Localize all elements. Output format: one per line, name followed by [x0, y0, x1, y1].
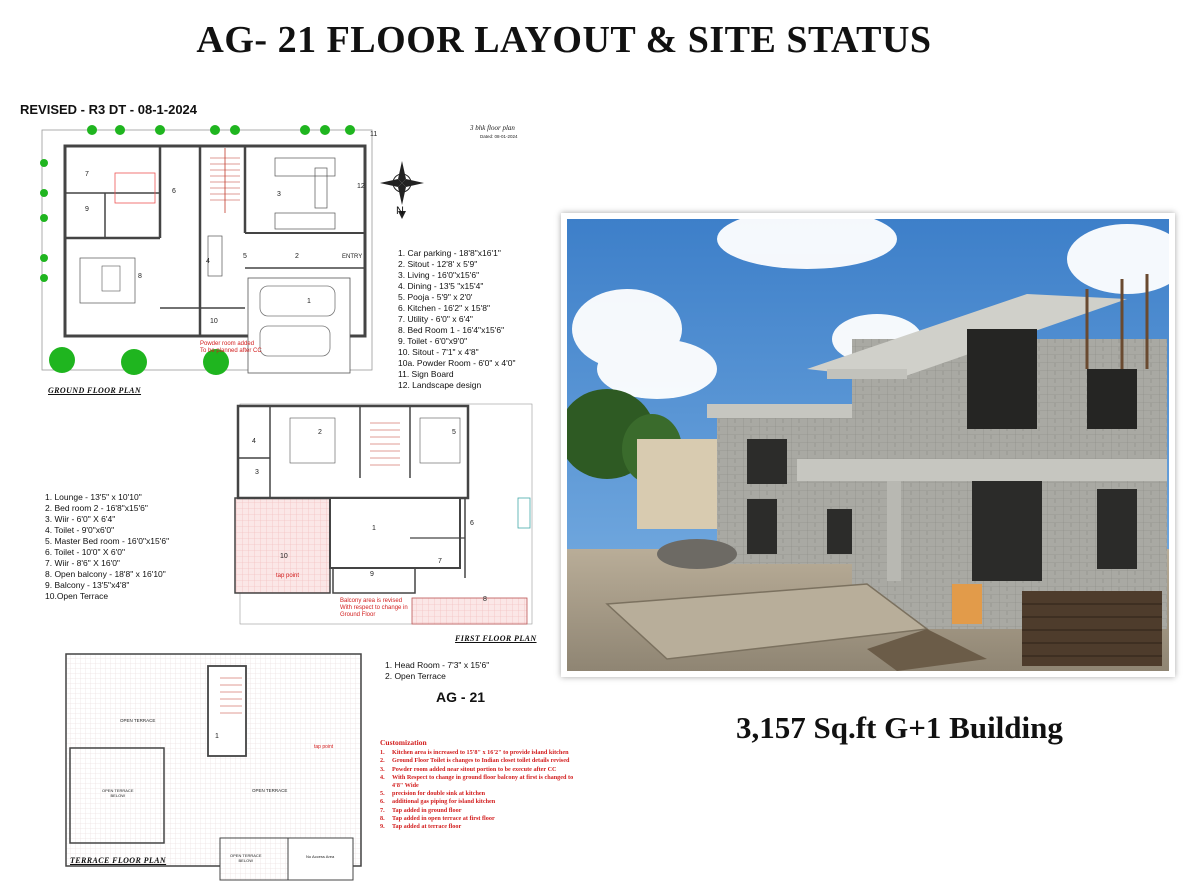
- terrace-label-main: OPEN TERRACE: [252, 788, 288, 793]
- tap-point-label: tap point: [276, 573, 300, 579]
- legend-item: 10.Open Terrace: [45, 591, 109, 601]
- page-title: AG- 21 FLOOR LAYOUT & SITE STATUS: [196, 19, 932, 61]
- svg-text:5: 5: [452, 429, 456, 436]
- svg-text:9: 9: [370, 571, 374, 578]
- plan-header-date: Dated: 08-01-2024: [480, 134, 518, 139]
- legend-item: 6. Kitchen - 16'2" x 15'8": [398, 303, 490, 313]
- legend-item: 2. Bed room 2 - 16'8"x15'6": [45, 503, 148, 513]
- legend-item: 7. Wiir - 8'6" X 16'0": [45, 558, 120, 568]
- svg-text:1: 1: [372, 525, 376, 532]
- svg-text:1: 1: [307, 298, 311, 305]
- terrace-floor-plan: 1 tap point: [65, 653, 362, 881]
- svg-text:1: 1: [215, 733, 219, 740]
- svg-text:9: 9: [85, 206, 89, 213]
- svg-text:11: 11: [370, 131, 377, 138]
- customization-notes: Customization 1.Kitchen area is increase…: [380, 738, 580, 831]
- terrace-label-below-left: OPEN TERRACE BELOW: [102, 788, 134, 798]
- first-floor-caption: FIRST FLOOR PLAN: [455, 634, 537, 643]
- plan-header: 3 bhk floor plan: [470, 124, 515, 132]
- revision-label: REVISED - R3 DT - 08-1-2024: [20, 102, 198, 117]
- powder-room-note: Powder room added To be planned after CC: [200, 341, 262, 354]
- svg-text:12: 12: [357, 183, 365, 190]
- legend-item: 1. Head Room - 7'3" x 15'6": [385, 660, 490, 670]
- svg-text:3: 3: [277, 191, 281, 198]
- legend-item: 4. Toilet - 9'0"x6'0": [45, 525, 115, 535]
- svg-text:3: 3: [255, 469, 259, 476]
- customization-item: 3.Powder room added near sitout portion …: [380, 765, 557, 773]
- site-status-photo: [561, 213, 1175, 677]
- svg-text:2: 2: [318, 429, 322, 436]
- svg-text:6: 6: [470, 520, 474, 527]
- svg-text:10: 10: [280, 553, 288, 560]
- legend-item: 3. Wiir - 6'0" X 6'4": [45, 514, 116, 524]
- building-summary: 3,157 Sq.ft G+1 Building: [736, 710, 1063, 745]
- legend-item: 9. Balcony - 13'5"x4'8": [45, 580, 130, 590]
- customization-item: 4.With Respect to change in ground floor…: [380, 773, 574, 790]
- project-code: AG - 21: [436, 689, 486, 705]
- terrace-label-no-access: No Access Area: [306, 854, 335, 859]
- legend-item: 8. Bed Room 1 - 16'4"x15'6": [398, 325, 505, 335]
- ground-floor-plan: 3 4 2 1 8 9 7 6 5 10 12 11: [40, 125, 424, 375]
- svg-text:7: 7: [438, 558, 442, 565]
- svg-text:10: 10: [210, 318, 218, 325]
- svg-text:8: 8: [138, 273, 142, 280]
- legend-item: 2. Open Terrace: [385, 671, 446, 681]
- legend-item: 8. Open balcony - 18'8" x 16'10": [45, 569, 166, 579]
- customization-item: 8.Tap added in open terrace at first flo…: [380, 814, 495, 822]
- svg-text:6: 6: [172, 188, 176, 195]
- customization-item: 6.additional gas piping for island kitch…: [380, 798, 496, 806]
- terrace-label-open: OPEN TERRACE: [120, 718, 156, 723]
- ground-floor-legend: 1. Car parking - 18'8"x16'1" 2. Sitout -…: [398, 248, 515, 391]
- svg-text:7: 7: [85, 171, 89, 178]
- legend-item: 11. Sign Board: [398, 369, 454, 379]
- svg-text:4: 4: [206, 258, 210, 265]
- legend-item: 1. Car parking - 18'8"x16'1": [398, 248, 501, 258]
- first-floor-legend: 1. Lounge - 13'5" x 10'10" 2. Bed room 2…: [45, 492, 169, 602]
- customization-item: 2.Ground Floor Toilet is changes to Indi…: [380, 757, 570, 765]
- legend-item: 6. Toilet - 10'0" X 6'0": [45, 547, 126, 557]
- terrace-floor-caption: TERRACE FLOOR PLAN: [70, 856, 167, 865]
- customization-item: 7.Tap added in ground floor: [380, 806, 462, 814]
- customization-item: 9.Tap added at terrace floor: [380, 823, 462, 831]
- first-floor-plan: 2 3 4 5 6 7 8 9 10 1: [234, 403, 533, 625]
- customization-heading: Customization: [380, 738, 427, 747]
- legend-item: 3. Living - 16'0"x15'6": [398, 270, 480, 280]
- svg-text:5: 5: [243, 253, 247, 260]
- svg-text:8: 8: [483, 596, 487, 603]
- legend-item: 4. Dining - 13'5 "x15'4": [398, 281, 484, 291]
- compass-icon: [380, 161, 424, 219]
- svg-text:4: 4: [252, 438, 256, 445]
- svg-text:2: 2: [295, 253, 299, 260]
- legend-item: 10a. Powder Room - 6'0" x 4'0": [398, 358, 516, 368]
- legend-item: 9. Toilet - 6'0"x9'0": [398, 336, 468, 346]
- customization-item: 1.Kitchen area is increased to 15'8" x 1…: [380, 749, 569, 757]
- svg-text:tap point: tap point: [314, 744, 334, 750]
- compass-north-label: N: [396, 205, 404, 217]
- legend-item: 5. Pooja - 5'9" x 2'0': [398, 292, 473, 302]
- legend-item: 5. Master Bed room - 16'0"x15'6": [45, 536, 170, 546]
- customization-item: 5.precision for double sink at kitchen: [380, 790, 486, 798]
- entry-label: ENTRY: [342, 254, 363, 260]
- terrace-legend: 1. Head Room - 7'3" x 15'6" 2. Open Terr…: [385, 660, 489, 682]
- legend-item: 12. Landscape design: [398, 380, 482, 390]
- legend-item: 1. Lounge - 13'5" x 10'10": [45, 492, 142, 502]
- legend-item: 2. Sitout - 12'8' x 5'9": [398, 259, 478, 269]
- legend-item: 7. Utility - 6'0" x 6'4": [398, 314, 473, 324]
- construction-site-image: [567, 219, 1169, 671]
- terrace-label-below-bottom: OPEN TERRACE BELOW: [230, 853, 262, 863]
- balcony-note: Balcony area is revised With respect to …: [340, 598, 408, 618]
- ground-floor-caption: GROUND FLOOR PLAN: [48, 386, 142, 395]
- legend-item: 10. Sitout - 7'1" x 4'8": [398, 347, 479, 357]
